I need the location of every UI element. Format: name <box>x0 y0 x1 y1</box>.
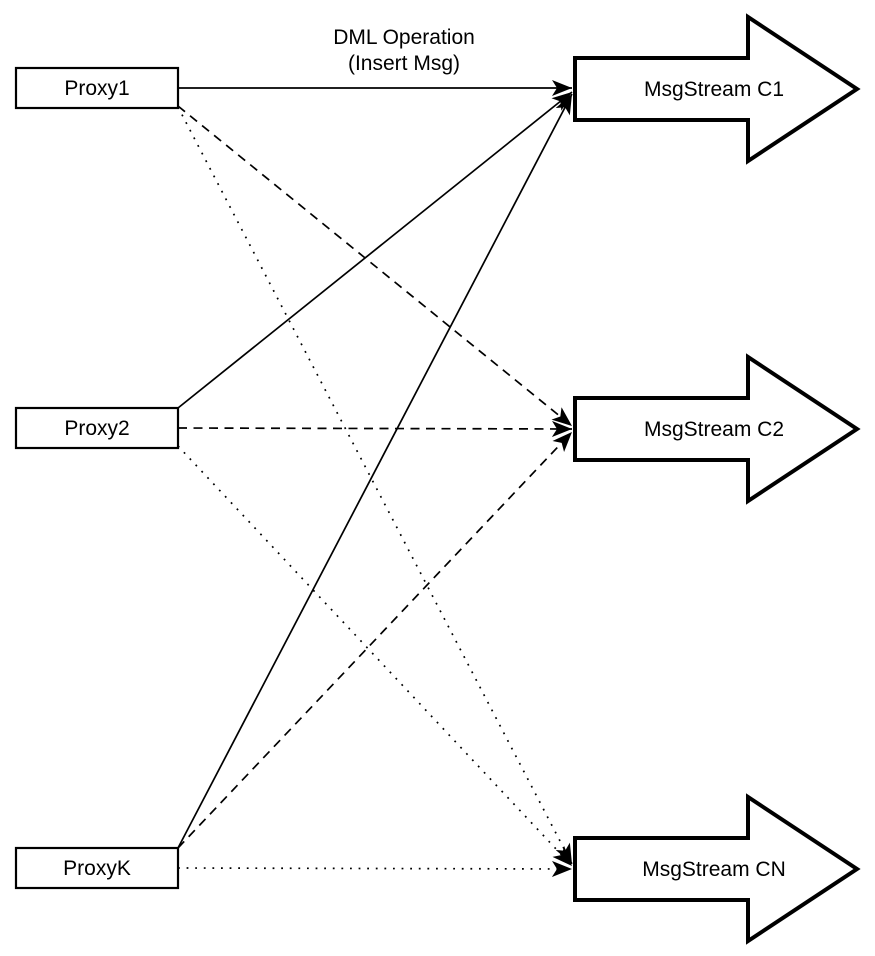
node-proxy1: Proxy1 <box>14 66 180 110</box>
edge-proxyk-to-msgstream-cn <box>177 860 573 877</box>
edge-proxyk-to-msgstream-c1 <box>177 93 573 849</box>
edge-proxy2-to-msgstream-cn <box>177 445 573 867</box>
dml-operation-label-line1: DML Operation <box>333 26 475 49</box>
edge-proxy1-to-msgstream-cn <box>177 106 573 865</box>
proxy1-box <box>14 66 180 110</box>
msgstream-c2-label: MsgStream C2 <box>644 418 784 441</box>
node-msgstream-c2: MsgStream C2 <box>573 353 861 505</box>
proxy2-label: Proxy2 <box>64 417 129 440</box>
edge-proxyk-to-msgstream-c2 <box>177 431 573 849</box>
proxyk-box <box>14 846 180 890</box>
msgstream-c1-label: MsgStream C1 <box>644 78 784 101</box>
node-proxy2: Proxy2 <box>14 406 180 450</box>
node-msgstream-c1: MsgStream C1 <box>573 13 861 165</box>
node-proxyk: ProxyK <box>14 846 180 890</box>
msgstream-cn-label: MsgStream CN <box>642 858 786 881</box>
dml-operation-label-line2: (Insert Msg) <box>348 52 460 75</box>
msgstream-cn-arrow-shape <box>573 793 861 945</box>
proxyk-label: ProxyK <box>63 857 131 880</box>
msgstream-c1-arrow-shape <box>573 13 861 165</box>
edge-proxy1-to-msgstream-c2 <box>177 105 573 427</box>
msgstream-c2-arrow-shape <box>573 353 861 505</box>
edge-proxy2-to-msgstream-c1 <box>177 91 573 409</box>
edge-proxy2-to-msgstream-c2 <box>177 420 573 437</box>
proxy2-box <box>14 406 180 450</box>
node-msgstream-cn: MsgStream CN <box>573 793 861 945</box>
proxy1-label: Proxy1 <box>64 77 129 100</box>
